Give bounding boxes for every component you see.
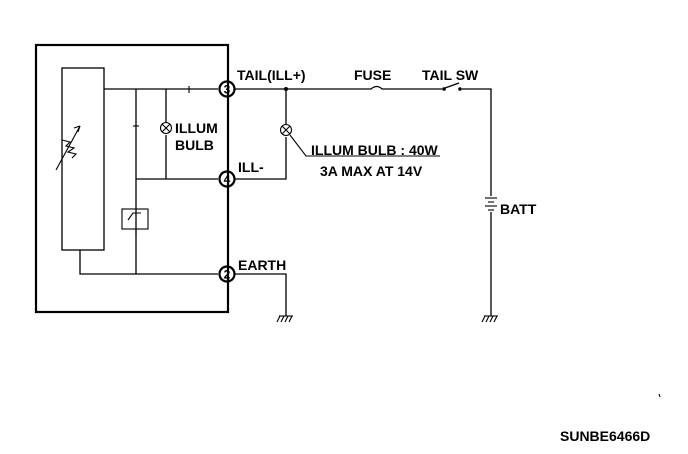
relay-icon [121, 208, 149, 235]
ext-bulb-branch [235, 89, 287, 180]
inner-illum-bulb-icon [159, 121, 173, 135]
pin-2-number: 2 [224, 268, 231, 282]
figure-code-label: SUNBE6466D [560, 428, 650, 444]
variable-resistor-icon [55, 125, 81, 171]
inner-module [61, 67, 105, 251]
tail-switch-icon [442, 82, 462, 91]
illum-bulb-spec-label: ILLUM BULB : 40W [311, 142, 439, 158]
pin-2-connector: 2 [218, 265, 236, 283]
inner-illum-label: ILLUM [175, 120, 218, 136]
earth-label: EARTH [238, 257, 286, 273]
earth-ground-icon [276, 315, 293, 323]
battery-ground-icon [481, 315, 498, 323]
earth-wire [235, 273, 287, 316]
battery-icon [485, 197, 497, 211]
bulb-leader-line [289, 134, 440, 157]
pin-3-number: 3 [224, 83, 231, 97]
stray-mark [658, 393, 661, 398]
pin-4-connector: 4 [218, 170, 236, 188]
external-illum-bulb-icon [279, 123, 293, 137]
current-spec-label: 3A MAX AT 14V [320, 163, 423, 179]
fuse-label: FUSE [354, 67, 391, 83]
ill-minus-label: ILL- [238, 159, 264, 175]
tail-sw-label: TAIL SW [422, 67, 479, 83]
batt-label: BATT [500, 201, 537, 217]
tail-ill-plus-label: TAIL(ILL+) [237, 67, 306, 83]
fuse-icon [366, 85, 386, 90]
inner-bulb-label: BULB [175, 137, 214, 153]
switch-to-battery-wire [462, 88, 492, 196]
earth-rail [79, 250, 218, 275]
unit-housing [34, 43, 230, 314]
pin-4-number: 4 [224, 173, 231, 187]
pin-3-connector: 3 [218, 80, 236, 98]
